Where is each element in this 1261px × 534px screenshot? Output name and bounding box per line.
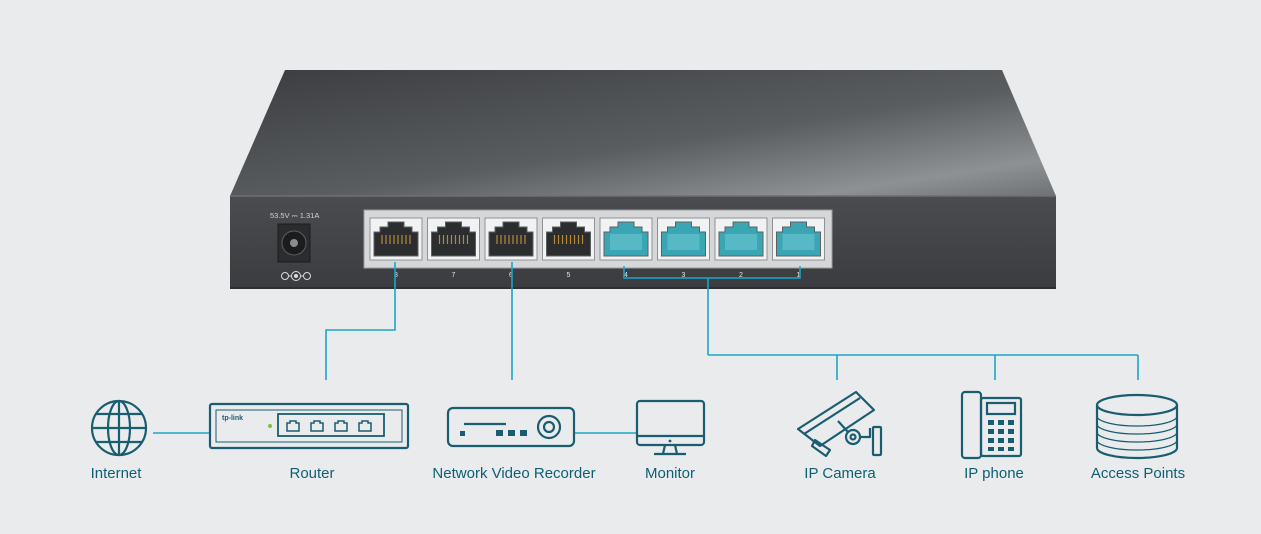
nvr-label: Network Video Recorder	[432, 465, 596, 482]
port-number-label: 2	[739, 272, 743, 279]
poe-ports-bracket	[623, 266, 801, 279]
ip-camera-icon	[796, 390, 883, 458]
port-group: 8 7 6 5 4 3 2 1	[369, 217, 825, 279]
router-led	[268, 424, 272, 428]
port-number-label: 5	[567, 272, 571, 279]
ip-phone-icon	[960, 390, 1023, 460]
power-jack	[277, 223, 311, 281]
access-point-icon	[1095, 393, 1179, 460]
ethernet-port-4: 4	[599, 217, 653, 279]
polarity-symbol	[281, 271, 311, 281]
port-number-label: 3	[682, 272, 686, 279]
connection-lines	[153, 262, 1139, 434]
router-uplink-line	[325, 262, 396, 380]
port-number-label: 6	[509, 272, 513, 279]
switch-top-panel	[230, 70, 1056, 196]
router-brand-logo: tp-link	[222, 415, 243, 422]
ip-camera-label: IP Camera	[804, 465, 876, 482]
ethernet-port-7: 7	[427, 217, 480, 279]
nvr-icon	[446, 406, 576, 448]
ethernet-port-1: 1	[772, 217, 825, 279]
ethernet-port-6: 6	[484, 217, 538, 279]
access-points-label: Access Points	[1090, 465, 1186, 482]
ethernet-port-5: 5	[542, 217, 595, 279]
port-number-label: 1	[797, 272, 801, 279]
globe-icon	[90, 399, 148, 457]
port-number-label: 8	[394, 272, 398, 279]
internet-label: Internet	[90, 465, 142, 482]
port-number-label: 4	[624, 272, 628, 279]
poe-switch: 53.5V ⎓ 1.31A 8 7 6 5 4 3 2 1	[230, 70, 1056, 289]
router-icon: tp-link	[208, 402, 410, 450]
monitor-icon	[635, 399, 706, 456]
power-rating-label: 53.5V ⎓ 1.31A	[270, 211, 319, 220]
monitor-label: Monitor	[644, 465, 696, 482]
ethernet-port-2: 2	[714, 217, 768, 279]
port-number-label: 7	[452, 272, 456, 279]
ethernet-port-8: 8	[369, 217, 423, 279]
ip-phone-label: IP phone	[964, 465, 1024, 482]
ethernet-port-3: 3	[657, 217, 710, 279]
router-label: Router	[289, 465, 335, 482]
